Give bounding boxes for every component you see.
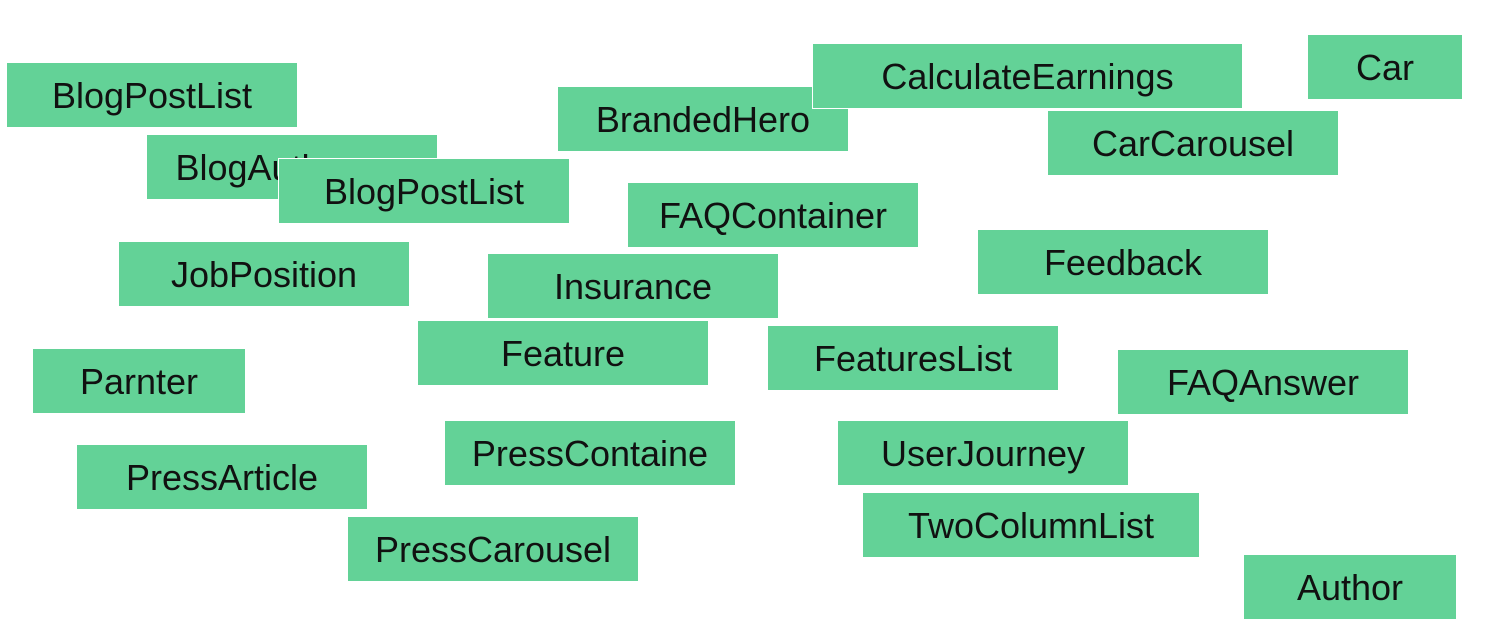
component-tag-feedback: Feedback <box>977 229 1269 295</box>
component-tag-press-containe: PressContaine <box>444 420 736 486</box>
component-tag-feature: Feature <box>417 320 709 386</box>
component-tag-faq-container: FAQContainer <box>627 182 919 248</box>
component-tag-job-position: JobPosition <box>118 241 410 307</box>
component-tag-calculate-earnings: CalculateEarnings <box>812 43 1243 109</box>
component-tag-user-journey: UserJourney <box>837 420 1129 486</box>
component-tag-car-carousel: CarCarousel <box>1047 110 1339 176</box>
component-tag-car: Car <box>1307 34 1463 100</box>
component-tag-press-article: PressArticle <box>76 444 368 510</box>
component-tag-blog-post-list: BlogPostList <box>6 62 298 128</box>
component-tag-blog-post-list-2: BlogPostList <box>278 158 570 224</box>
component-tag-parnter: Parnter <box>32 348 246 414</box>
component-tag-faq-answer: FAQAnswer <box>1117 349 1409 415</box>
component-tag-branded-hero: BrandedHero <box>557 86 849 152</box>
component-tag-insurance: Insurance <box>487 253 779 319</box>
component-tag-two-column-list: TwoColumnList <box>862 492 1200 558</box>
component-tag-features-list: FeaturesList <box>767 325 1059 391</box>
component-tag-press-carousel: PressCarousel <box>347 516 639 582</box>
component-tag-author: Author <box>1243 554 1457 620</box>
